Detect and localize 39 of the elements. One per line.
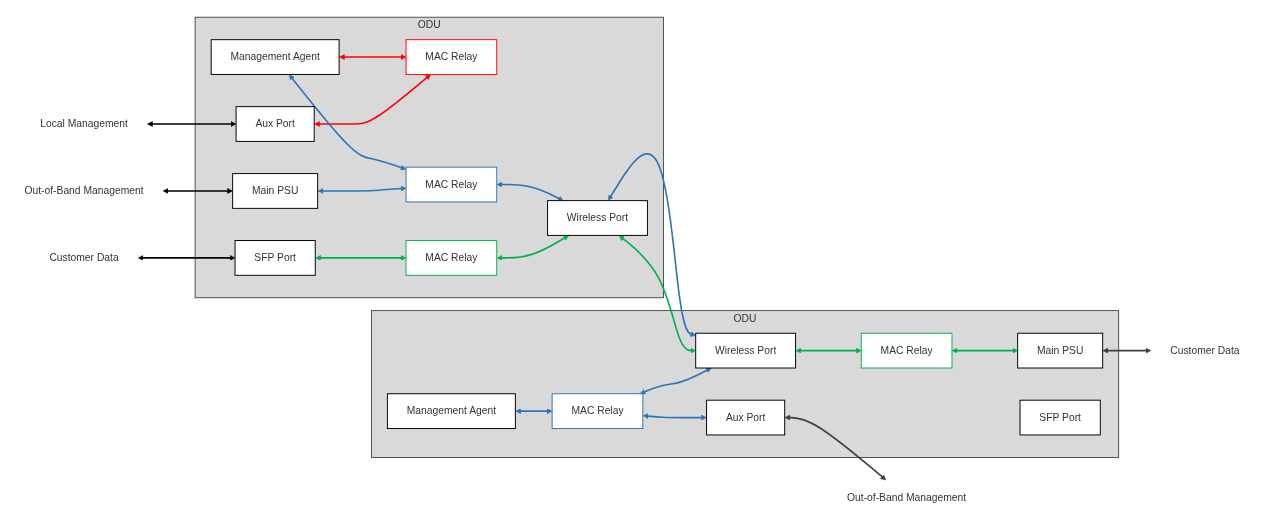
arrow <box>1102 347 1152 354</box>
node-box: Management Agent <box>210 39 340 75</box>
arrow <box>952 347 1018 354</box>
node-box: SFP Port <box>1019 399 1101 436</box>
node-box: Management Agent <box>386 393 516 430</box>
node-text: Out-of-Band Management <box>847 491 967 503</box>
node-box: MAC Relay <box>551 393 644 430</box>
arrow <box>317 185 407 194</box>
arrow <box>162 188 233 194</box>
node-text: Local Management <box>40 118 128 130</box>
arrow <box>314 74 431 127</box>
node-box: MAC Relay <box>405 240 498 276</box>
node-box: SFP Port <box>234 240 316 276</box>
node-box: Main PSU <box>232 173 319 209</box>
arrow <box>147 121 237 127</box>
node-box: Aux Port <box>235 106 315 142</box>
arrow <box>496 181 564 201</box>
arrow <box>496 235 569 261</box>
node-box: MAC Relay <box>405 39 498 75</box>
node-text: Customer Data <box>1170 344 1240 356</box>
node-box: MAC Relay <box>405 166 498 203</box>
arrow <box>618 235 696 354</box>
node-text: Out-of-Band Management <box>24 185 144 197</box>
node-box: MAC Relay <box>860 332 953 369</box>
arrow <box>795 347 862 354</box>
arrow <box>339 54 407 60</box>
node-box: Main PSU <box>1017 332 1104 369</box>
node-text: Customer Data <box>49 252 119 264</box>
node-box: Wireless Port <box>547 200 648 236</box>
arrow <box>642 413 707 421</box>
node-box: Wireless Port <box>695 332 797 369</box>
arrow <box>137 255 236 261</box>
node-box: Aux Port <box>706 399 786 436</box>
arrow <box>639 367 712 395</box>
arrow <box>315 255 407 261</box>
arrow <box>288 74 407 171</box>
arrow <box>608 153 696 337</box>
arrow <box>515 408 553 414</box>
arrow <box>784 414 887 481</box>
